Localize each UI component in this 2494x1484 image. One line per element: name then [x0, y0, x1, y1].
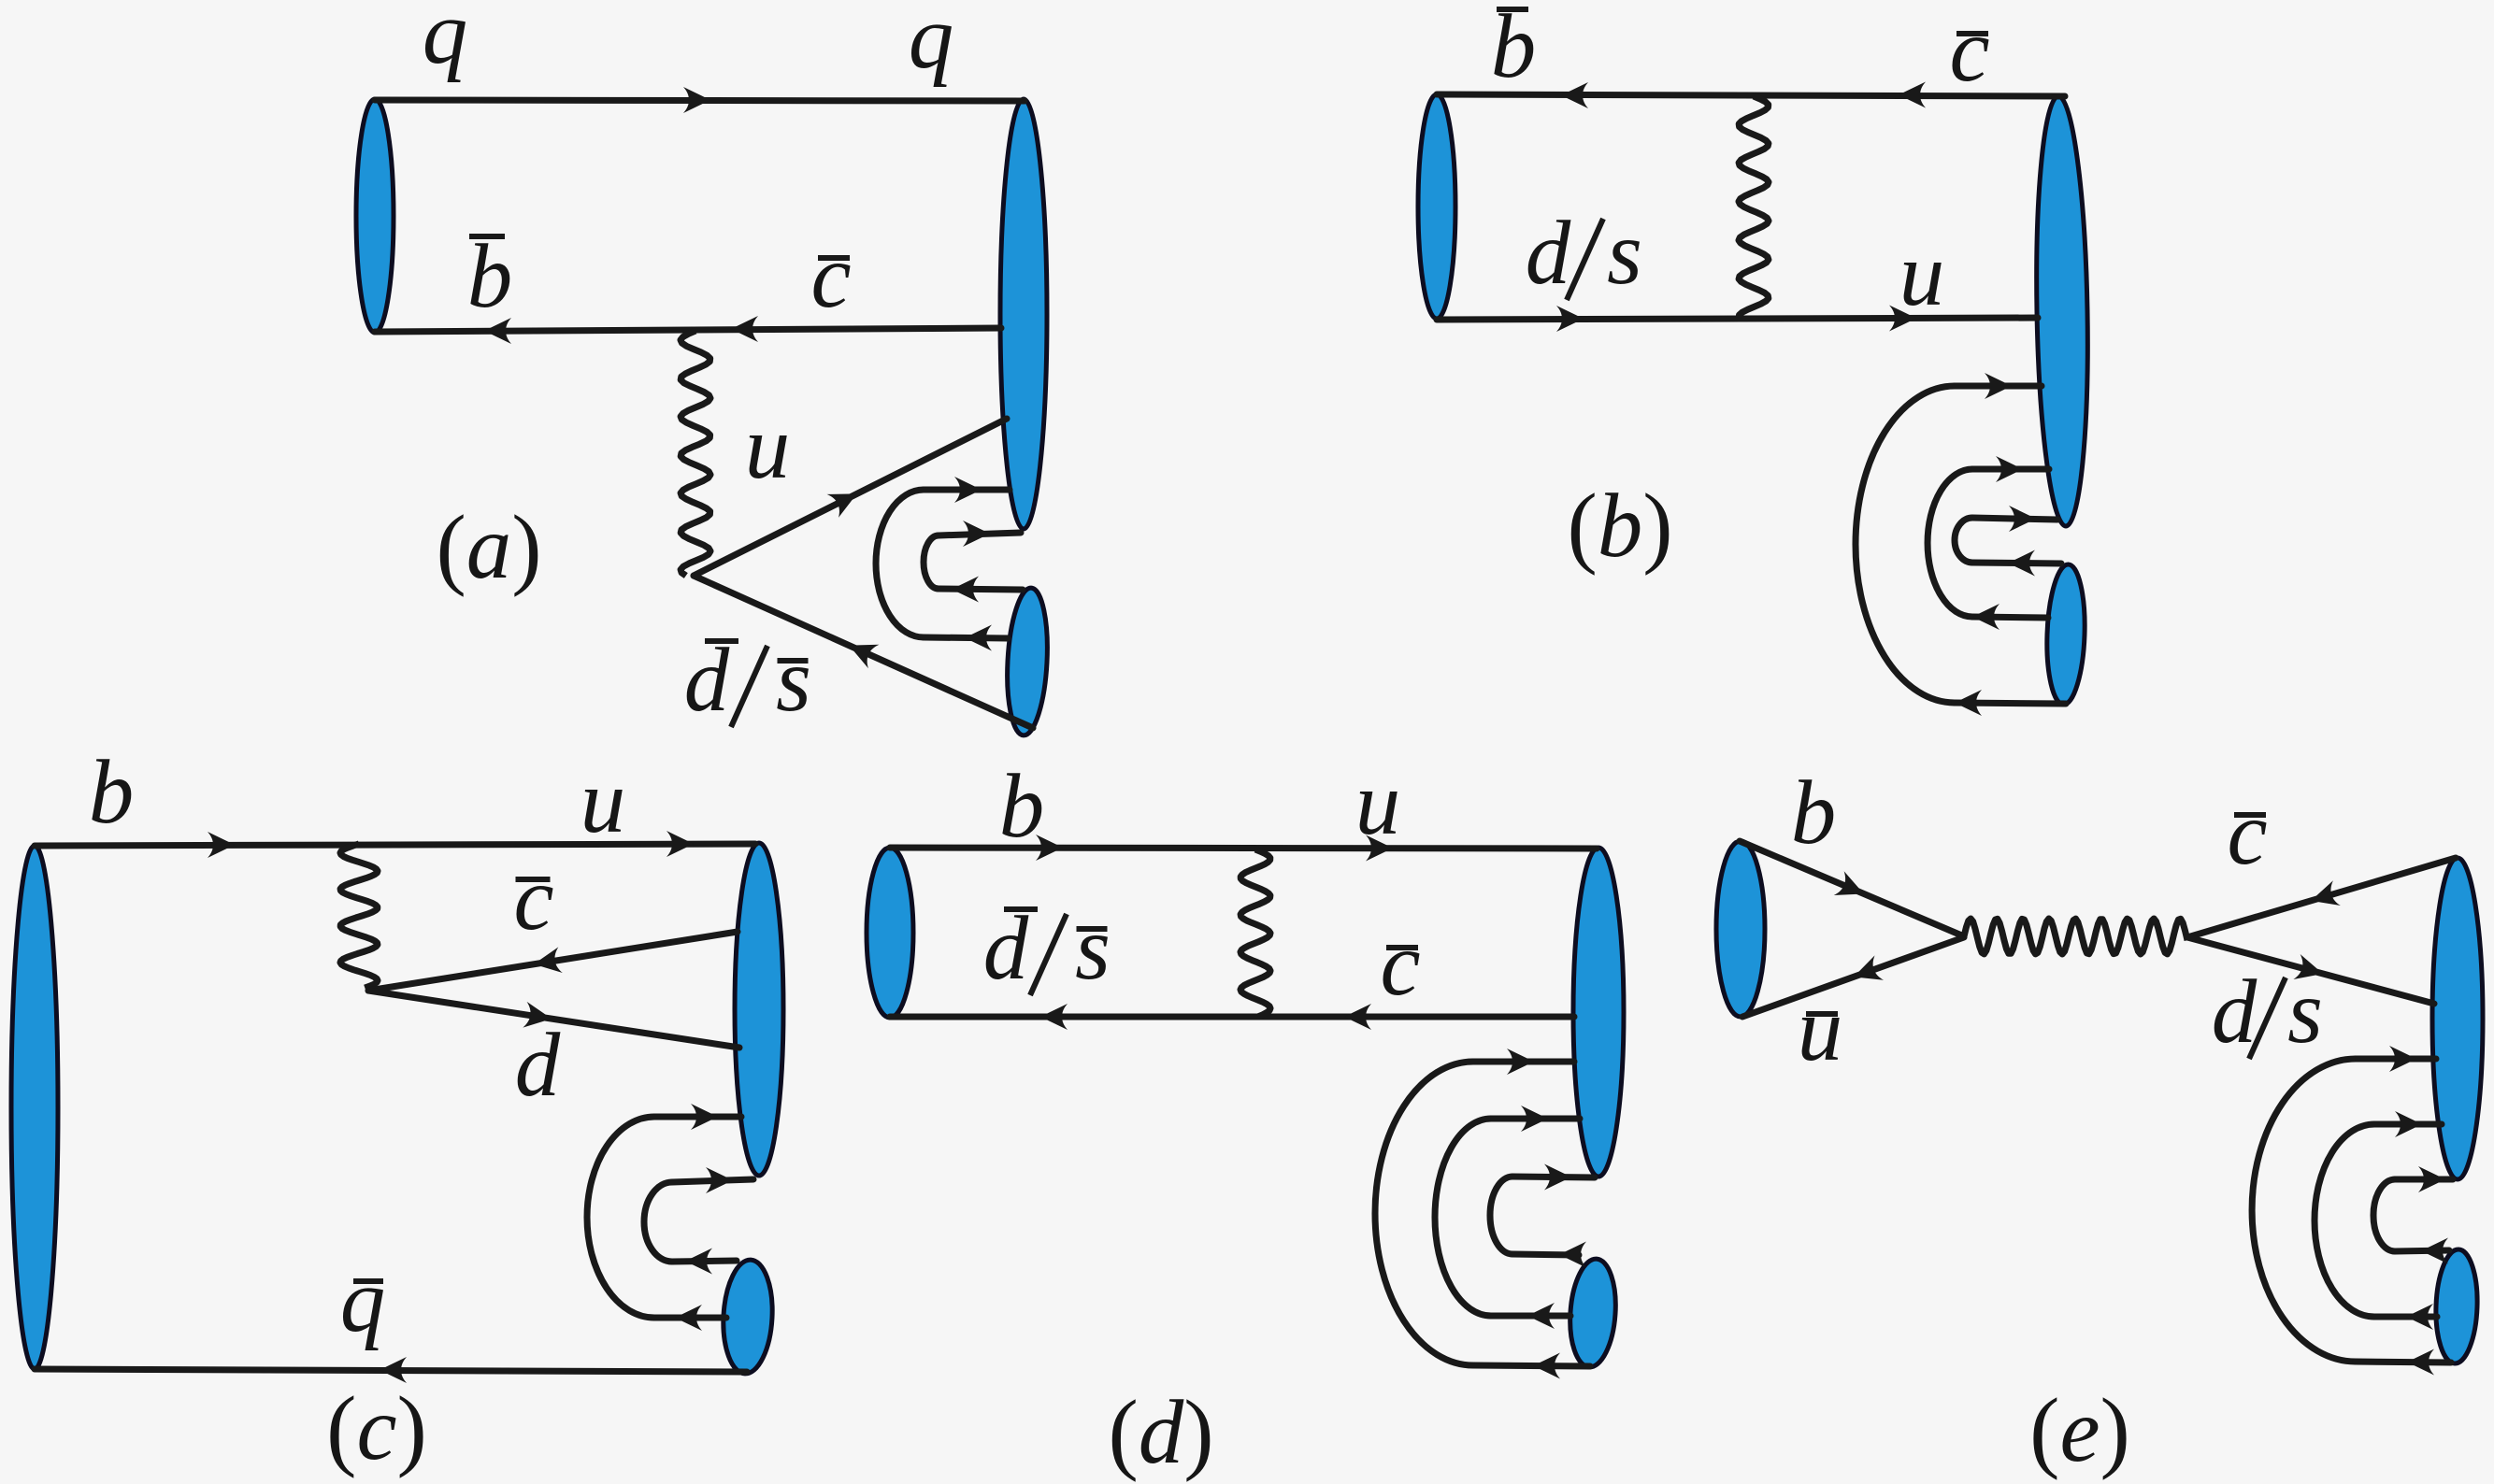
- svg-text:(a): (a): [436, 497, 541, 597]
- svg-text:u: u: [580, 751, 626, 851]
- svg-text:c: c: [810, 226, 851, 326]
- svg-text:b: b: [467, 226, 513, 326]
- svg-text:u: u: [1899, 224, 1945, 324]
- svg-text:u: u: [1798, 979, 1843, 1079]
- svg-text:d: d: [684, 630, 730, 730]
- svg-text:q: q: [423, 0, 468, 82]
- svg-text:s: s: [2287, 962, 2323, 1062]
- svg-text:q: q: [340, 1250, 386, 1350]
- svg-text:b: b: [1791, 763, 1837, 863]
- svg-text:s: s: [1075, 898, 1111, 998]
- svg-text:s: s: [1607, 203, 1642, 303]
- svg-text:c: c: [2227, 783, 2267, 883]
- svg-text:b: b: [999, 756, 1045, 856]
- svg-text:(d): (d): [1108, 1382, 1213, 1482]
- svg-text:d: d: [515, 1015, 561, 1115]
- svg-text:b: b: [89, 742, 135, 842]
- svg-text:b: b: [1491, 0, 1537, 96]
- svg-text:q: q: [909, 0, 954, 87]
- svg-text:(b): (b): [1567, 476, 1672, 576]
- svg-text:c: c: [1949, 0, 1989, 100]
- svg-text:d: d: [1526, 203, 1571, 303]
- svg-text:(c): (c): [326, 1378, 427, 1478]
- svg-text:u: u: [1355, 753, 1401, 853]
- svg-text:s: s: [776, 630, 811, 730]
- svg-text:(e): (e): [2029, 1380, 2130, 1480]
- svg-text:u: u: [745, 397, 791, 497]
- svg-text:d: d: [2212, 962, 2258, 1062]
- svg-text:c: c: [513, 849, 553, 949]
- svg-text:c: c: [1380, 914, 1420, 1014]
- svg-text:d: d: [983, 898, 1029, 998]
